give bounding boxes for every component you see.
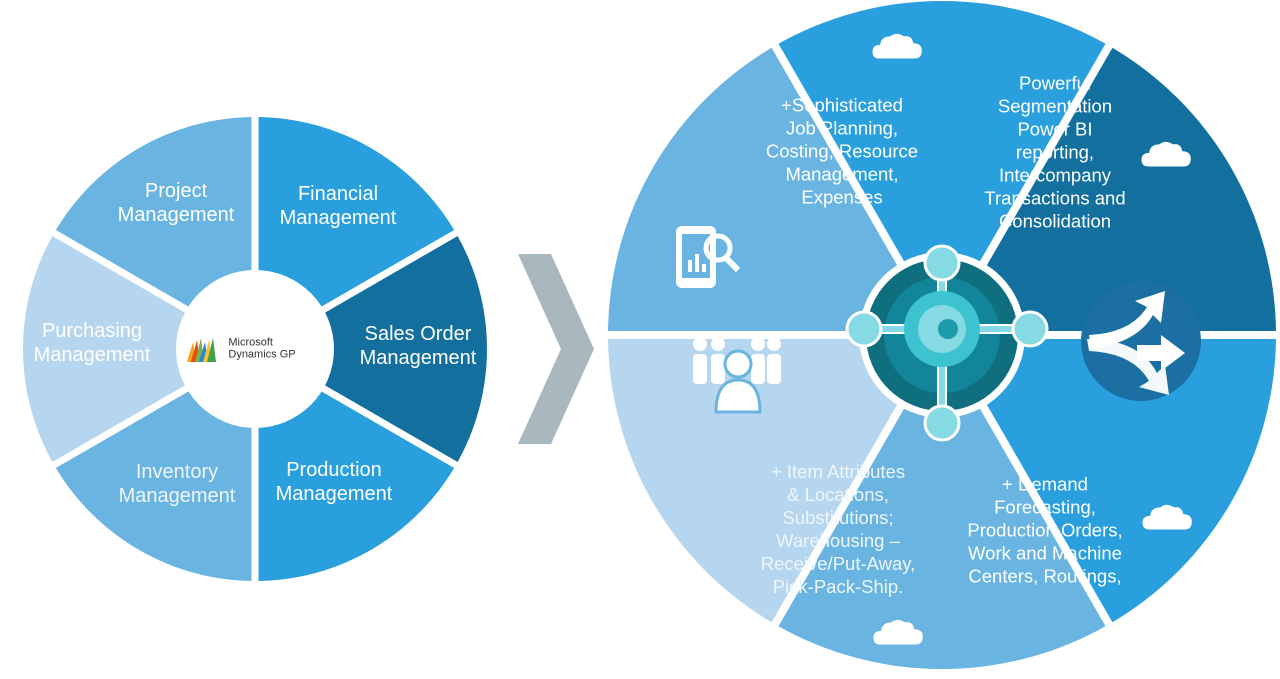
- arrow-right: [1137, 335, 1185, 371]
- bar: [695, 254, 699, 272]
- logo-line1: Microsoft: [228, 336, 273, 349]
- cloud-shape: [1141, 141, 1191, 167]
- cloud-shape: [1142, 504, 1192, 530]
- left-segment-inventory: [23, 233, 255, 465]
- left-center-disc: [176, 270, 334, 428]
- arrow-up: [1089, 291, 1165, 349]
- left-label-production: Production Management: [275, 459, 393, 505]
- logo-line2: Dynamics GP: [228, 348, 296, 360]
- bc-node-top: [923, 244, 961, 282]
- bc-node-left: [845, 310, 883, 348]
- left-label-inventory: Inventory Management: [118, 461, 236, 507]
- left-label-financial: Financial Management: [279, 183, 397, 229]
- right-label-production-plus: + Demand Forecasting, Production Orders,…: [967, 473, 1123, 587]
- bar: [688, 260, 692, 272]
- mobile-analytics-icon: [676, 226, 741, 288]
- business-central-logo-icon: [845, 244, 1049, 442]
- people-icon: [693, 337, 781, 414]
- person-head: [711, 337, 725, 351]
- person-head-main: [723, 349, 753, 379]
- cloud-shape: [873, 619, 923, 645]
- left-label-project: Project Management: [117, 180, 235, 226]
- bc-node-bottom: [923, 404, 961, 442]
- cloud-icon-job-planning: [872, 33, 922, 59]
- person-head: [767, 337, 781, 351]
- person-body: [693, 354, 707, 384]
- arrow-down: [1087, 339, 1169, 395]
- person-body: [767, 354, 781, 384]
- chevron-arrow-icon: [518, 254, 594, 444]
- left-label-purchasing: Purchasing Management: [33, 320, 151, 366]
- left-label-sales: Sales Order Management: [359, 323, 477, 369]
- right-label-financial-plus: Powerful Segmentation Power BI reporting…: [984, 72, 1126, 232]
- bar: [702, 264, 706, 272]
- split-arrows-icon: [1081, 281, 1201, 401]
- right-label-inventory-plus: + Item Attributes & Locations, Substitut…: [760, 461, 916, 597]
- right-label-job-planning: +Sophisticated Job Planning, Costing, Re…: [765, 94, 919, 208]
- magnifier: [703, 233, 733, 263]
- split-arrows-bg: [1081, 281, 1201, 401]
- cloud-shape: [872, 33, 922, 59]
- cloud-icon-production: [1142, 504, 1192, 530]
- bc-node-right: [1011, 310, 1049, 348]
- right-segment-financial-plus: [942, 45, 1276, 335]
- person-head: [693, 337, 707, 351]
- person-body: [751, 354, 765, 384]
- cloud-icon-financial: [1141, 141, 1191, 167]
- dynamics-logo-icon: [187, 338, 216, 362]
- person-head: [751, 337, 765, 351]
- right-segment-job-planning: [775, 0, 1109, 335]
- person-body: [711, 354, 725, 384]
- left-segment-financial: [255, 233, 487, 465]
- right-segment-workflow: [942, 335, 1276, 625]
- logo-stroke: [207, 338, 216, 362]
- person-body-main: [714, 378, 762, 414]
- magnifier-handle: [723, 255, 741, 273]
- bc-core-dot: [938, 319, 958, 339]
- right-segment-inventory-plus: [607, 335, 942, 625]
- right-segment-production-plus: [775, 335, 1109, 670]
- cloud-icon-inventory: [873, 619, 923, 645]
